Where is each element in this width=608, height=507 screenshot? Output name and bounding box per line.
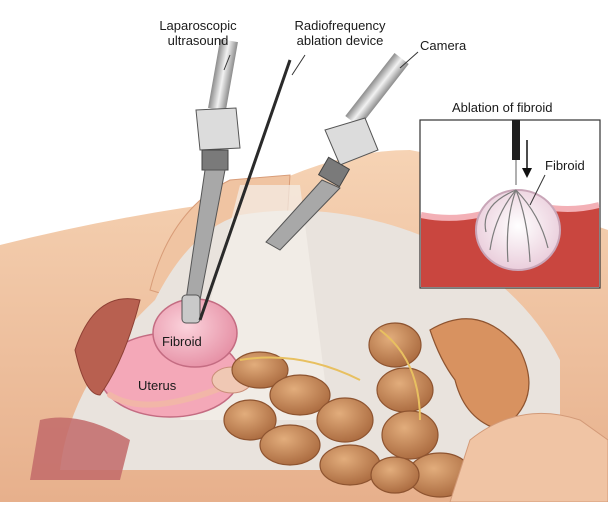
ultrasound-probe (181, 38, 241, 324)
rf-device-label-line1: Radiofrequency (294, 18, 386, 33)
inset-title: Ablation of fibroid (452, 100, 553, 115)
ultrasound-label-line1: Laparoscopic (159, 18, 237, 33)
inset-fibroid-label: Fibroid (545, 158, 585, 173)
mesentery-vessels (239, 329, 421, 421)
leader-lines (223, 51, 419, 76)
ablation-tines (484, 120, 549, 263)
hand-skin (449, 412, 608, 503)
rectum-tissue (74, 298, 141, 396)
camera-scope (265, 52, 409, 251)
uterus-label: Uterus (138, 378, 177, 393)
camera-label: Camera (420, 38, 467, 53)
inset-fibroid-shape (475, 189, 561, 271)
ultrasound-label-line2: ultrasound (167, 33, 229, 48)
rf-device-label: Radiofrequency ablation device (282, 18, 398, 48)
fibroid-label: Fibroid (162, 334, 202, 349)
inset-panel (419, 119, 601, 289)
rf-device-label-line2: ablation device (296, 33, 384, 48)
ultrasound-label: Laparoscopic ultrasound (150, 18, 246, 48)
pelvic-tissue (30, 417, 130, 480)
rf-ablation-needle (198, 59, 292, 321)
